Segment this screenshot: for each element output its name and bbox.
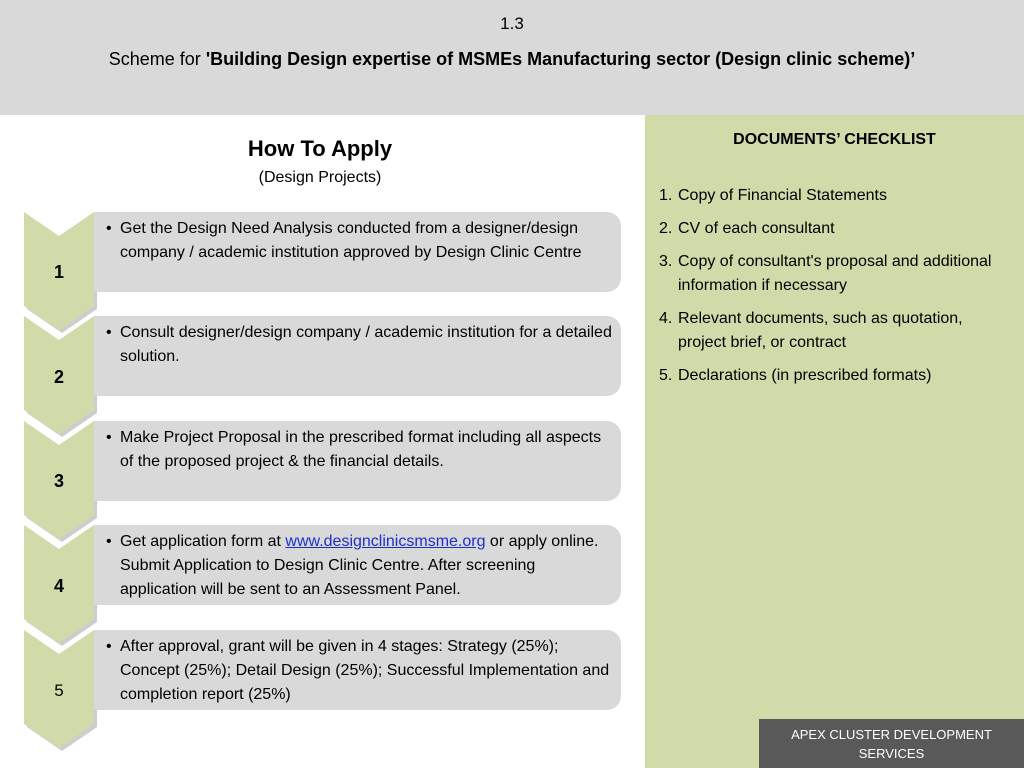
checklist-item: 2. CV of each consultant <box>659 217 1014 241</box>
chevron-shape <box>24 421 94 539</box>
checklist-item: 3. Copy of consultant's proposal and addi… <box>659 250 1014 298</box>
step-text: Get the Design Need Analysis conducted f… <box>120 220 582 261</box>
step-number-5: 5 <box>54 681 64 700</box>
chevron-step-1 <box>24 212 97 333</box>
chevron-step-3 <box>24 421 97 542</box>
bullet-icon: • <box>106 220 112 237</box>
step-number-4: 4 <box>53 576 64 596</box>
design-clinic-link[interactable]: www.designclinicsmsme.org <box>285 533 486 550</box>
checklist-item-text: Relevant documents, such as quotation, p… <box>678 310 963 351</box>
chevron-step-2 <box>24 316 97 437</box>
chevron-shape <box>24 316 94 434</box>
header-bar <box>0 0 1024 115</box>
checklist-item-number: 4. <box>659 310 673 327</box>
bullet-icon: • <box>106 533 112 550</box>
chevron-shape <box>24 212 94 330</box>
step-box-3: • Make Project Proposal in the prescribe… <box>94 421 621 501</box>
step-text-before-link: Get application form at <box>120 533 286 550</box>
checklist-item-text: Declarations (in prescribed formats) <box>678 367 932 384</box>
chevron-step-5 <box>24 630 97 751</box>
checklist-list: 1. Copy of Financial Statements 2. CV of e… <box>659 184 1014 397</box>
bullet-icon: • <box>106 638 112 655</box>
bullet-icon: • <box>106 429 112 446</box>
checklist-item-text: CV of each consultant <box>678 220 835 237</box>
step-number-1: 1 <box>53 262 64 282</box>
step-text-after-link: or apply online. Submit Application to D… <box>120 533 599 598</box>
step-text: Consult designer/design company / academ… <box>120 324 612 365</box>
step-box-1: • Get the Design Need Analysis conducted… <box>94 212 621 292</box>
checklist-title: DOCUMENTS’ CHECKLIST <box>733 131 936 148</box>
step-text: Make Project Proposal in the prescribed … <box>120 429 602 470</box>
checklist-item: 1. Copy of Financial Statements <box>659 184 1014 208</box>
chevron-shape <box>24 525 94 643</box>
step-box-2: • Consult designer/design company / acad… <box>94 316 621 396</box>
slide-title: Scheme for 'Building Design expertise of… <box>0 49 1024 70</box>
step-text: After approval, grant will be given in 4… <box>120 638 610 703</box>
how-to-apply-subtitle: (Design Projects) <box>258 169 382 186</box>
slide-number: 1.3 <box>500 14 524 33</box>
step-box-4: • Get application form at www.designclin… <box>94 525 621 605</box>
checklist-item-number: 3. <box>659 253 673 270</box>
slide-title-bold: 'Building Design expertise of MSMEs Manu… <box>205 49 916 69</box>
checklist-item-number: 2. <box>659 220 673 237</box>
slide-title-prefix: Scheme for <box>108 49 206 69</box>
step-box-5: • After approval, grant will be given in… <box>94 630 621 710</box>
chevron-step-4 <box>24 525 97 646</box>
checklist-item: 5. Declarations (in prescribed formats) <box>659 364 1014 388</box>
footer-badge: APEX CLUSTER DEVELOPMENT SERVICES <box>759 719 1024 768</box>
how-to-apply-title: How To Apply <box>247 136 393 161</box>
chevron-shape <box>24 630 94 748</box>
step-number-2: 2 <box>53 367 64 387</box>
checklist-item-text: Copy of consultant's proposal and additi… <box>678 253 992 294</box>
step-text: Get application form at www.designclinic… <box>120 530 613 605</box>
checklist-item-text: Copy of Financial Statements <box>678 187 887 204</box>
checklist-item-number: 5. <box>659 367 673 384</box>
checklist-item: 4. Relevant documents, such as quotation,… <box>659 307 1014 355</box>
checklist-panel <box>645 115 1024 768</box>
bullet-icon: • <box>106 324 112 341</box>
checklist-item-number: 1. <box>659 187 673 204</box>
step-number-3: 3 <box>53 471 64 491</box>
